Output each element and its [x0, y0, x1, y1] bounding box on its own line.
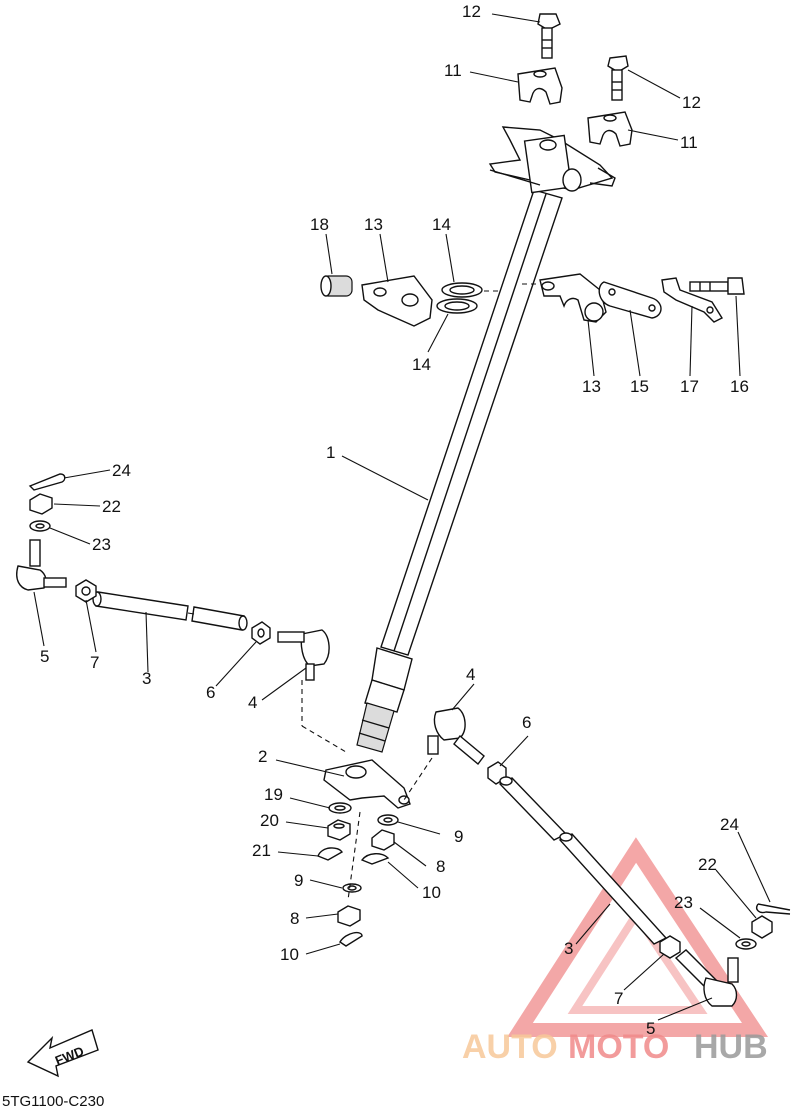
watermark-part-moto: MOTO — [568, 1028, 669, 1066]
callout-4-right: 4 — [466, 665, 475, 684]
callout-23-left: 23 — [92, 535, 111, 554]
tie-rod-end-4-right — [427, 707, 485, 766]
callouts: 12 11 12 11 18 13 14 14 13 15 17 16 1 24… — [40, 2, 749, 1038]
callout-19: 19 — [264, 785, 283, 804]
nut-8-right — [371, 829, 395, 851]
leader-lines — [33, 13, 771, 1021]
clamp-bolt-right — [607, 55, 629, 101]
seal-14 — [436, 282, 483, 314]
nut-20 — [327, 819, 351, 841]
tie-rod-end-4-left — [277, 629, 330, 681]
washer-23-right — [735, 938, 757, 950]
callout-8-right: 8 — [436, 857, 445, 876]
callout-3-left: 3 — [142, 669, 151, 688]
callout-12-top: 12 — [462, 2, 481, 21]
callout-10-left: 10 — [280, 945, 299, 964]
tie-rod-end-5-left — [16, 539, 67, 591]
washer-19 — [328, 802, 352, 814]
bushing-holder-13-right — [539, 273, 607, 323]
callout-18: 18 — [310, 215, 329, 234]
cotter-pin-10-right — [360, 853, 390, 865]
callout-20: 20 — [260, 811, 279, 830]
steering-column — [356, 189, 563, 753]
callout-11-right: 11 — [680, 133, 698, 152]
callout-6-right: 6 — [522, 713, 531, 732]
nut-7-right — [659, 935, 681, 959]
washer-23-left — [29, 520, 51, 532]
callout-24-left: 24 — [112, 461, 131, 480]
callout-1: 1 — [326, 443, 335, 462]
callout-8-left: 8 — [290, 909, 299, 928]
watermark-part-hub: HUB — [694, 1028, 768, 1066]
callout-5-left: 5 — [40, 647, 49, 666]
nut-8-left — [337, 905, 361, 927]
lock-plate-17 — [661, 277, 724, 323]
callout-14-top: 14 — [432, 215, 451, 234]
cotter-pin-24-right — [756, 903, 791, 915]
handlebar-bracket — [488, 126, 616, 194]
handlebar-clamp-right — [587, 111, 633, 147]
callout-17: 17 — [680, 377, 699, 396]
nut-6-left — [251, 621, 271, 645]
watermark-part-auto: AUTO — [462, 1028, 558, 1066]
callout-13-left: 13 — [364, 215, 383, 234]
callout-7-left: 7 — [90, 653, 99, 672]
callout-2: 2 — [258, 747, 267, 766]
collar-18 — [320, 275, 353, 297]
washer-9-right — [377, 814, 399, 826]
callout-14-bottom: 14 — [412, 355, 431, 374]
cotter-pin-10-left — [339, 931, 363, 947]
callout-21: 21 — [252, 841, 271, 860]
bolt-16 — [689, 277, 745, 295]
watermark-logo-icon — [507, 837, 769, 1037]
callout-9-right: 9 — [454, 827, 463, 846]
callout-13-right: 13 — [582, 377, 601, 396]
handlebar-clamp-left — [517, 67, 563, 105]
callout-4-left: 4 — [248, 693, 257, 712]
callout-22-right: 22 — [698, 855, 717, 874]
nut-7-left — [75, 579, 97, 603]
callout-12-right: 12 — [682, 93, 701, 112]
callout-5-right: 5 — [646, 1019, 655, 1038]
castle-nut-22-right — [751, 915, 773, 939]
callout-10-right: 10 — [422, 883, 441, 902]
callout-24-right: 24 — [720, 815, 739, 834]
callout-7-right: 7 — [614, 989, 623, 1008]
cotter-pin-24-left — [28, 473, 66, 491]
forward-arrow-icon: FWD — [26, 1029, 99, 1078]
pitman-arm — [323, 759, 411, 809]
callout-23-right: 23 — [674, 893, 693, 912]
callout-16: 16 — [730, 377, 749, 396]
bushing-holder-13-left — [361, 275, 433, 327]
callout-3-right: 3 — [564, 939, 573, 958]
callout-15: 15 — [630, 377, 649, 396]
diagram-code: 5TG1100-C230 — [2, 1093, 104, 1109]
tie-rod-left — [92, 591, 248, 631]
callout-6-left: 6 — [206, 683, 215, 702]
castle-nut-22-left — [29, 493, 53, 515]
callout-22-left: 22 — [102, 497, 121, 516]
washer-9-left — [342, 883, 362, 893]
callout-9-left: 9 — [294, 871, 303, 890]
watermark-text: AUTO MOTO HUB — [462, 1028, 768, 1066]
clamp-bolt-left — [537, 13, 561, 59]
plate-15 — [598, 281, 662, 319]
cotter-pin-21 — [317, 847, 343, 861]
callout-11-top: 11 — [444, 61, 462, 80]
tie-rod-end-5-right — [674, 949, 739, 1007]
